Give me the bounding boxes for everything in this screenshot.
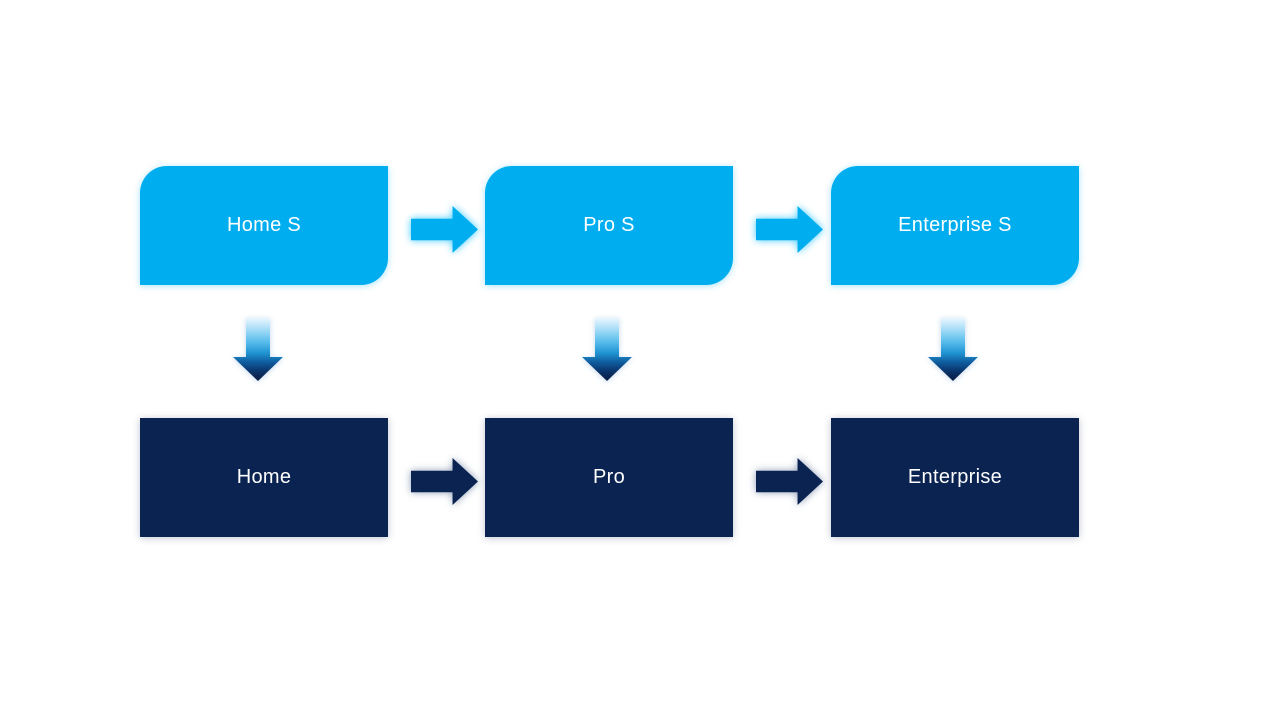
node-enterprise-label: Enterprise — [907, 466, 1003, 488]
node-enterprise[interactable]: Enterprise — [831, 418, 1079, 537]
node-home-s[interactable]: Home S — [140, 166, 388, 285]
node-pro[interactable]: Pro — [485, 418, 733, 537]
right-arrow-shape — [756, 458, 823, 505]
down-arrow-shape — [233, 318, 283, 381]
right-arrow-icon — [411, 458, 478, 505]
right-arrow-shape — [411, 458, 478, 505]
down-arrow-icon — [233, 318, 283, 381]
right-arrow-icon — [756, 458, 823, 505]
node-home[interactable]: Home — [140, 418, 388, 537]
node-pro-label: Pro — [592, 466, 626, 488]
down-arrow-shape — [928, 318, 978, 381]
node-home-label: Home — [236, 466, 292, 488]
node-pro-s-label: Pro S — [583, 214, 635, 236]
node-home-s-label: Home S — [226, 214, 302, 236]
node-enterprise-s-label: Enterprise S — [898, 214, 1012, 236]
right-arrow-shape — [756, 206, 823, 253]
node-enterprise-s[interactable]: Enterprise S — [831, 166, 1079, 285]
down-arrow-icon — [928, 318, 978, 381]
node-pro-s[interactable]: Pro S — [485, 166, 733, 285]
down-arrow-shape — [582, 318, 632, 381]
down-arrow-icon — [582, 318, 632, 381]
right-arrow-icon — [756, 206, 823, 253]
right-arrow-icon — [411, 206, 478, 253]
right-arrow-shape — [411, 206, 478, 253]
